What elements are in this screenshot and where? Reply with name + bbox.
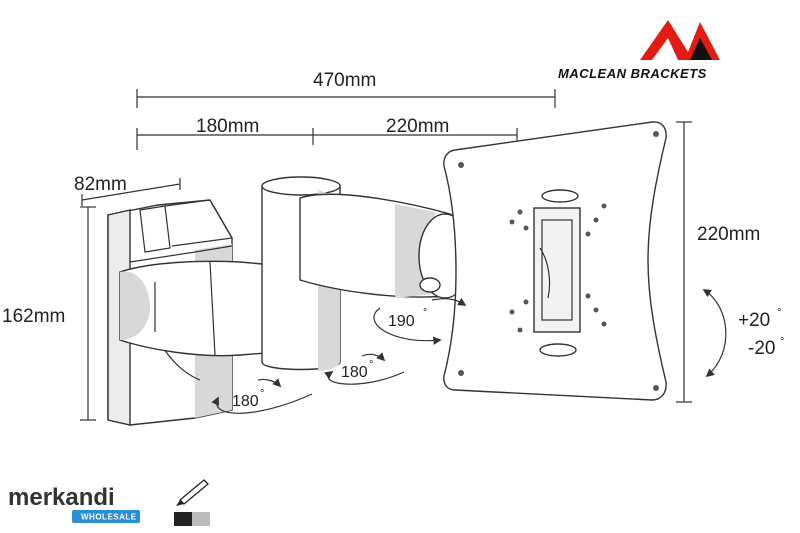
arm-second-label: 220mm bbox=[386, 116, 449, 137]
plate-height-label: 220mm bbox=[697, 224, 760, 245]
color-swatches bbox=[174, 512, 210, 526]
joint-upper-angle: 180 bbox=[341, 364, 368, 381]
rotation-tilt: +20 ° -20 ° bbox=[702, 289, 784, 378]
rotation-plate-swivel: 190 ° bbox=[373, 297, 467, 345]
tilt-down-degree: ° bbox=[780, 336, 784, 348]
dimension-arm-first: 180mm bbox=[136, 116, 314, 150]
swivel-angle: 190 bbox=[388, 313, 415, 330]
swatch-black bbox=[174, 512, 192, 526]
dimension-wall-height: 162mm bbox=[2, 206, 96, 421]
swivel-degree: ° bbox=[423, 307, 427, 319]
rotation-joint-lower: 180 ° bbox=[211, 378, 313, 414]
dimension-arm-second: 220mm bbox=[313, 116, 518, 145]
merkandi-badge bbox=[72, 510, 140, 523]
arm-first-label: 180mm bbox=[196, 116, 259, 137]
pencil-icon bbox=[176, 479, 209, 506]
maclean-logo: MACLEAN BRACKETS bbox=[558, 20, 720, 81]
dimension-depth: 82mm bbox=[74, 174, 181, 206]
tilt-down-angle: -20 bbox=[748, 338, 775, 359]
mounting-holes bbox=[458, 131, 659, 391]
depth-label: 82mm bbox=[74, 174, 127, 195]
logo-mark-icon bbox=[640, 20, 720, 60]
merkandi-logo: merkandi WHOLESALE bbox=[8, 484, 140, 523]
joint-upper-degree: ° bbox=[369, 359, 373, 371]
wall-height-label: 162mm bbox=[2, 306, 65, 327]
merkandi-badge-text: WHOLESALE bbox=[81, 513, 137, 522]
joint-lower-degree: ° bbox=[260, 388, 264, 400]
dimension-total-width: 470mm bbox=[136, 70, 556, 108]
tilt-up-angle: +20 bbox=[738, 310, 770, 331]
rotation-joint-upper: 180 ° bbox=[324, 352, 405, 385]
total-width-label: 470mm bbox=[313, 70, 376, 91]
merkandi-name: merkandi bbox=[8, 484, 115, 511]
dimension-plate-height: 220mm bbox=[676, 121, 760, 403]
bracket-arm-second bbox=[299, 193, 472, 299]
vesa-plate bbox=[443, 121, 667, 401]
brand-name: MACLEAN BRACKETS bbox=[558, 66, 707, 81]
swatch-grey bbox=[192, 512, 210, 526]
tilt-up-degree: ° bbox=[777, 307, 781, 319]
joint-lower-angle: 180 bbox=[232, 393, 259, 410]
